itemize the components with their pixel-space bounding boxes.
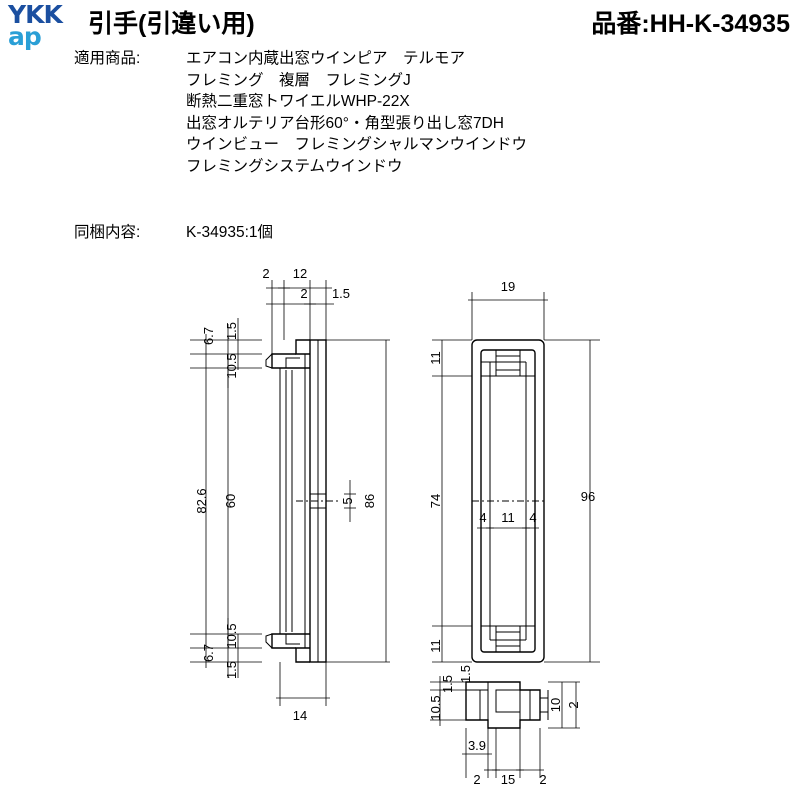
dim-bottom-2-mid: 2 bbox=[539, 772, 546, 787]
drawing-svg: 2 12 2 1.5 bbox=[190, 266, 600, 787]
dim-center-96: 96 bbox=[581, 489, 595, 504]
dim-left-82p6: 82.6 bbox=[194, 488, 209, 513]
dim-left-6p7-top: 6.7 bbox=[201, 327, 216, 345]
applicable-product-item: フレミングシステムウインドウ bbox=[186, 157, 403, 175]
dim-bottom-1p5-b: 1.5 bbox=[458, 665, 473, 683]
dim-left-5: 5 bbox=[340, 497, 355, 504]
dim-bottom-2-right: 2 bbox=[566, 701, 581, 708]
dim-center-11-mid: 11 bbox=[501, 510, 515, 525]
dim-left-2a: 2 bbox=[262, 266, 269, 281]
dim-bottom-15: 15 bbox=[501, 772, 515, 787]
dim-left-1p5-b: 1.5 bbox=[224, 661, 239, 679]
dim-left-12: 12 bbox=[293, 266, 307, 281]
dim-left-10p5-bottom: 10.5 bbox=[224, 623, 239, 648]
applicable-products-list: エアコン内蔵出窓ウインピア テルモア フレミング 複層 フレミングJ 断熱二重窓… bbox=[186, 48, 774, 177]
dim-left-2b: 2 bbox=[300, 286, 307, 301]
dim-left-10p5-top: 10.5 bbox=[224, 353, 239, 378]
dim-left-86: 86 bbox=[362, 494, 377, 508]
applicable-product-item: 断熱二重窓トワイエルWHP-22X bbox=[186, 93, 410, 110]
dim-bottom-10: 10 bbox=[548, 698, 563, 712]
dim-center-74: 74 bbox=[428, 494, 443, 508]
dim-left-6p7-bottom: 6.7 bbox=[201, 644, 216, 662]
ykk-ap-logo: YKK ap bbox=[8, 0, 74, 51]
applicable-products-block: 適用商品: エアコン内蔵出窓ウインピア テルモア フレミング 複層 フレミングJ… bbox=[74, 48, 774, 177]
dim-left-1p5-a: 1.5 bbox=[224, 322, 239, 340]
page-title: 引手(引違い用) bbox=[88, 10, 255, 38]
center-view: 19 11 74 11 bbox=[428, 279, 600, 663]
applicable-product-item: エアコン内蔵出窓ウインピア テルモア bbox=[186, 50, 466, 67]
dim-left-14: 14 bbox=[293, 708, 307, 723]
dim-center-19: 19 bbox=[501, 279, 515, 294]
applicable-product-item: ウインビュー フレミングシャルマンウインドウ bbox=[186, 136, 528, 153]
bottom-view: 1.5 1.5 10.5 10 2 bbox=[428, 665, 581, 787]
left-view: 2 12 2 1.5 bbox=[190, 266, 390, 723]
applicable-products-label: 適用商品: bbox=[74, 50, 141, 67]
part-number: 品番:HH-K-34935 bbox=[591, 10, 790, 38]
dim-left-60: 60 bbox=[223, 494, 238, 508]
dim-left-1p5-top: 1.5 bbox=[332, 286, 350, 301]
logo-line-ykk: YKK bbox=[8, 0, 63, 29]
dim-center-11-top: 11 bbox=[428, 351, 443, 365]
applicable-product-item: 出窓オルテリア台形60°・角型張り出し窓7DH bbox=[186, 114, 504, 132]
dim-bottom-3p9: 3.9 bbox=[468, 738, 486, 753]
logo-line-ap: ap bbox=[8, 22, 42, 51]
dim-center-4-left: 4 bbox=[479, 510, 486, 525]
dim-bottom-1p5-a: 1.5 bbox=[440, 675, 455, 693]
applicable-product-item: フレミング 複層 フレミングJ bbox=[186, 71, 411, 89]
package-contents-block: 同梱内容: K-34935:1個 bbox=[74, 222, 774, 244]
dim-bottom-10p5: 10.5 bbox=[428, 695, 443, 720]
dim-center-11-bottom: 11 bbox=[428, 639, 443, 653]
dim-bottom-2-left: 2 bbox=[473, 772, 480, 787]
package-contents-label: 同梱内容: bbox=[74, 224, 141, 241]
package-contents-value: K-34935:1個 bbox=[186, 224, 274, 241]
dim-center-4-right: 4 bbox=[529, 510, 536, 525]
technical-drawing: 2 12 2 1.5 bbox=[0, 258, 800, 800]
